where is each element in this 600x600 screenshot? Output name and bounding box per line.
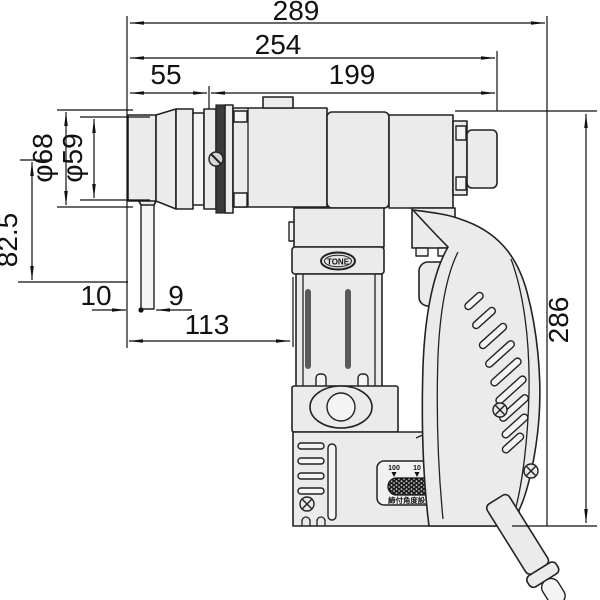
pistol-grip	[412, 209, 541, 527]
side-slot	[327, 443, 337, 521]
gear-case: TONE	[288, 207, 399, 433]
grip-slots	[464, 291, 529, 454]
gear-slot	[345, 289, 351, 369]
clutch-band	[224, 104, 234, 214]
motor-housing-mid	[326, 111, 390, 209]
dim-label-55: 55	[150, 59, 181, 90]
screw-icon	[492, 402, 508, 418]
dim-label-825: 82.5	[0, 213, 23, 268]
brand-label: TONE	[327, 258, 350, 267]
dimension-point	[138, 307, 144, 313]
motor-housing-front	[232, 107, 328, 208]
front-hub	[127, 114, 157, 202]
dim-label-254: 254	[255, 29, 302, 60]
vent-slot	[297, 457, 325, 465]
nose-cone	[155, 108, 177, 210]
screw-icon	[208, 151, 224, 167]
gear-neck	[293, 207, 385, 248]
collar-ring	[175, 108, 194, 210]
tone-logo: TONE	[320, 251, 356, 271]
vent-slot	[297, 472, 325, 480]
dial-label: 締付角度設定ダイヤル	[388, 496, 462, 505]
dim-label-9: 9	[168, 280, 184, 311]
gear-slot	[305, 289, 311, 369]
dimension-annotations: 289 254 55 199 φ68 φ59 82.5 10 9 113 286	[0, 0, 597, 527]
vent-slot	[297, 442, 325, 450]
dial-scale-100: 100	[388, 465, 400, 472]
dial-scale-10: 10	[413, 465, 421, 472]
rear-cap	[466, 129, 498, 189]
dim-label-289: 289	[273, 0, 320, 26]
top-boss	[262, 96, 294, 109]
screw-icon	[523, 463, 539, 479]
arrow-down-icon	[391, 472, 397, 477]
screw-icon	[299, 496, 315, 512]
power-cord	[485, 493, 566, 600]
dim-label-286: 286	[543, 297, 574, 344]
reaction-pin	[133, 187, 162, 310]
arrow-down-icon	[414, 472, 420, 477]
motor-housing-rear	[388, 114, 454, 209]
dim-label-113: 113	[185, 309, 230, 340]
collar-ring	[192, 112, 205, 206]
vent-slot	[297, 487, 325, 495]
dim-label-dia59: φ59	[57, 133, 88, 182]
power-head	[127, 96, 498, 310]
dim-label-10: 10	[80, 280, 111, 311]
dim-label-199: 199	[329, 59, 376, 90]
